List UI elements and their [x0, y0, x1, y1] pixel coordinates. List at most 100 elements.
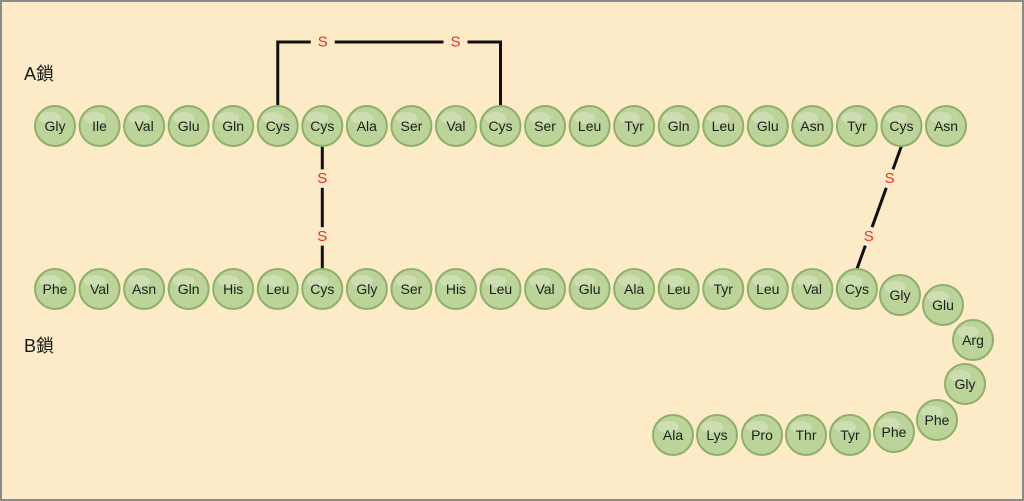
a-chain-residue-label: Val — [134, 118, 153, 134]
b-chain-residue-label: His — [223, 281, 243, 297]
b-chain-residue-label: Ala — [663, 427, 683, 443]
b-chain-residue-label: Ser — [401, 281, 423, 297]
b-chain-residue-circle — [524, 268, 567, 310]
b-chain-residue-highlight — [796, 275, 819, 287]
b-chain-residue-circle — [791, 268, 834, 310]
b-chain-residue: Tyr — [829, 414, 871, 456]
b-chain-residue-label: Phe — [43, 281, 68, 297]
disulfide-bond-line — [855, 245, 867, 270]
disulfide-bond-line — [276, 40, 311, 106]
b-chain-residue-circle — [34, 268, 76, 310]
a-chain-residue-highlight — [306, 112, 329, 124]
a-chain-residue-label: Asn — [800, 118, 824, 134]
a-chain-residue: Leu — [568, 105, 611, 147]
a-chain-residue-circle — [835, 105, 878, 147]
b-chain-residue-highlight — [662, 275, 685, 287]
a-chain-residue-circle — [390, 105, 433, 147]
b-chain-residue: Asn — [123, 268, 166, 310]
a-chain-residue-highlight — [484, 112, 507, 124]
b-chain-residue-highlight — [884, 281, 906, 293]
b-chain-residue-circle — [479, 268, 522, 310]
a-chain-residue-circle — [613, 105, 656, 147]
b-chain-residue-highlight — [529, 275, 552, 287]
b-chain-residue-label: Val — [535, 281, 554, 297]
b-chain-residue: Val — [524, 268, 567, 310]
b-chain-residue-highlight — [217, 275, 240, 287]
a-chain-residue-label: Cys — [266, 118, 290, 134]
a-chain-residue-highlight — [217, 112, 240, 124]
b-chain-residue-circle — [256, 268, 299, 310]
b-chain-residue: Gly — [944, 363, 986, 405]
b-chain-residue-circle — [167, 268, 210, 310]
a-chain-residue-label: Leu — [578, 118, 601, 134]
b-chain-residue-label: Tyr — [840, 427, 860, 443]
sulfur-label: S — [317, 228, 327, 245]
a-chain-residue-highlight — [261, 112, 284, 124]
b-chain-residue: Gly — [879, 274, 921, 316]
b-chain-residue-circle — [652, 414, 694, 456]
b-chain-residue-circle — [301, 268, 344, 310]
a-chain-residue: Leu — [702, 105, 745, 147]
b-chain-residue-label: Gln — [178, 281, 200, 297]
b-chain-residue-label: Leu — [756, 281, 779, 297]
a-chain-residue: Gln — [657, 105, 700, 147]
a-chain-residue-label: Asn — [934, 118, 958, 134]
b-chain-residue: Cys — [835, 268, 878, 310]
a-chain-residue-circle — [78, 105, 121, 147]
a-chain-residue: Tyr — [613, 105, 656, 147]
a-chain-residue-highlight — [350, 112, 373, 124]
b-chain-residue-circle — [78, 268, 121, 310]
b-chain-residue-circle — [212, 268, 255, 310]
a-chain-residue: Glu — [746, 105, 789, 147]
a-chain-residue-label: Glu — [178, 118, 200, 134]
a-chain-residue-label: Ala — [357, 118, 377, 134]
a-chain-residue-highlight — [83, 112, 106, 124]
b-chain-residue-highlight — [790, 421, 812, 433]
a-chain-residue: Gln — [212, 105, 255, 147]
b-chain-residue-label: Asn — [132, 281, 156, 297]
b-chain-residue-highlight — [840, 275, 863, 287]
a-chain-label: A鎖 — [24, 64, 54, 84]
b-chain-residue-label: Glu — [579, 281, 601, 297]
a-chain-residue-circle — [434, 105, 477, 147]
a-chain-residue-highlight — [39, 112, 61, 124]
a-chain-residue-circle — [657, 105, 700, 147]
a-chain-residue: Cys — [880, 105, 923, 147]
a-chain-residue-highlight — [707, 112, 730, 124]
b-chain-residue: Glu — [922, 284, 964, 326]
a-chain-residue-highlight — [840, 112, 863, 124]
b-chain-residue-circle — [123, 268, 166, 310]
b-chain-residue-highlight — [83, 275, 106, 287]
b-chain-residue: Phe — [916, 399, 958, 441]
b-chain-residue-label: Leu — [489, 281, 512, 297]
a-chain-residue-label: Glu — [757, 118, 779, 134]
a-chain-residue-highlight — [885, 112, 908, 124]
b-chain-residue-label: Arg — [962, 332, 984, 348]
a-chain-residue-highlight — [662, 112, 685, 124]
b-chain-residue-label: Gly — [356, 281, 377, 297]
b-chain-residue-label: Val — [90, 281, 109, 297]
a-chain-residue-circle — [746, 105, 789, 147]
b-chain-residue-circle — [390, 268, 433, 310]
a-chain-residue-label: Ser — [401, 118, 423, 134]
a-chain-residue-circle — [925, 105, 967, 147]
b-chain-residue-label: Lys — [706, 427, 727, 443]
sulfur-label: S — [450, 34, 460, 51]
b-chain-residue-highlight — [395, 275, 418, 287]
b-chain-residue-circle — [944, 363, 986, 405]
b-chain-residue-highlight — [701, 421, 723, 433]
b-chain-residue: His — [434, 268, 477, 310]
a-chain-residue: Asn — [791, 105, 834, 147]
b-chain-residue-circle — [696, 414, 738, 456]
disulfide-bond-line — [891, 145, 903, 170]
b-chain-residue-label: Thr — [796, 427, 817, 443]
b-chain-residue-label: Val — [803, 281, 822, 297]
b-chain-residue-circle — [873, 411, 915, 453]
b-chain-residue-highlight — [957, 326, 979, 338]
a-chain-residue-circle — [256, 105, 299, 147]
a-chain-residue-circle — [568, 105, 611, 147]
b-chain-residue-circle — [702, 268, 745, 310]
